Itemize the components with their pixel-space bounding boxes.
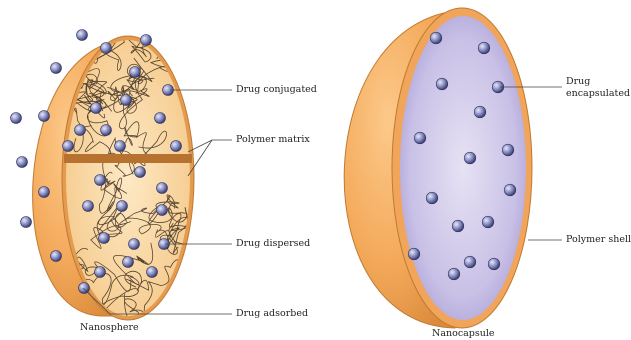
drug-particle-icon (155, 113, 166, 124)
drug-particle-icon (482, 216, 494, 228)
drug-particle-icon (63, 141, 74, 152)
drug-particle-icon (157, 183, 168, 194)
drug-particle-icon (478, 42, 490, 54)
drug-particle-icon (474, 106, 486, 118)
label-drug-encapsulated-line1: Drug (566, 76, 630, 88)
drug-particle-icon (17, 157, 28, 168)
drug-particle-icon (75, 125, 86, 136)
drug-particle-icon (117, 201, 128, 212)
drug-particle-icon (129, 239, 140, 250)
leader-polymer-matrix (188, 140, 232, 152)
drug-particle-icon (426, 192, 438, 204)
label-drug-conjugated: Drug conjugated (236, 84, 317, 96)
label-drug-encapsulated-line2: encapsulated (566, 88, 630, 100)
drug-particle-icon (95, 175, 106, 186)
drug-particle-icon (91, 103, 102, 114)
drug-particle-icon (99, 233, 110, 244)
label-polymer-matrix: Polymer matrix (236, 134, 310, 146)
drug-particle-icon (171, 141, 182, 152)
matrix-cut-band (64, 154, 192, 163)
drug-particle-icon (115, 141, 126, 152)
drug-particle-icon (123, 257, 134, 268)
drug-particle-icon (11, 113, 22, 124)
drug-particle-icon (504, 184, 516, 196)
nanocapsule (344, 8, 532, 328)
drug-particle-icon (83, 201, 94, 212)
drug-particle-icon (101, 43, 112, 54)
label-drug-adsorbed: Drug adsorbed (236, 308, 308, 320)
drug-particle-icon (141, 35, 152, 46)
drug-particle-icon (502, 144, 514, 156)
drug-particle-icon (436, 78, 448, 90)
drug-particle-icon (448, 268, 460, 280)
drug-particle-icon (147, 267, 158, 278)
drug-particle-icon (101, 125, 112, 136)
drug-particle-icon (51, 63, 62, 74)
caption-nanocapsule: Nanocapsule (432, 328, 495, 339)
drug-particle-icon (95, 267, 106, 278)
drug-particle-icon (464, 152, 476, 164)
drug-particle-icon (464, 256, 476, 268)
drug-particle-icon (408, 248, 420, 260)
label-drug-encapsulated: Drug encapsulated (566, 76, 630, 100)
drug-particle-icon (157, 205, 168, 216)
drug-particle-icon (21, 217, 32, 228)
drug-particle-icon (77, 30, 88, 41)
drug-particle-icon (414, 132, 426, 144)
drug-particle-icon (135, 167, 146, 178)
drug-particle-icon (79, 283, 90, 294)
drug-particle-icon (121, 95, 132, 106)
drug-particle-icon (39, 187, 50, 198)
nanosphere (11, 22, 197, 326)
label-polymer-shell: Polymer shell (566, 234, 631, 246)
drug-particle-icon (488, 258, 500, 270)
drug-particle-icon (430, 32, 442, 44)
drug-particle-icon (39, 111, 50, 122)
label-drug-dispersed: Drug dispersed (236, 238, 310, 250)
caption-nanosphere: Nanosphere (80, 322, 139, 333)
drug-particle-icon (452, 220, 464, 232)
drug-particle-icon (51, 251, 62, 262)
capsule-core (400, 16, 526, 320)
drug-particle-icon (130, 67, 141, 78)
